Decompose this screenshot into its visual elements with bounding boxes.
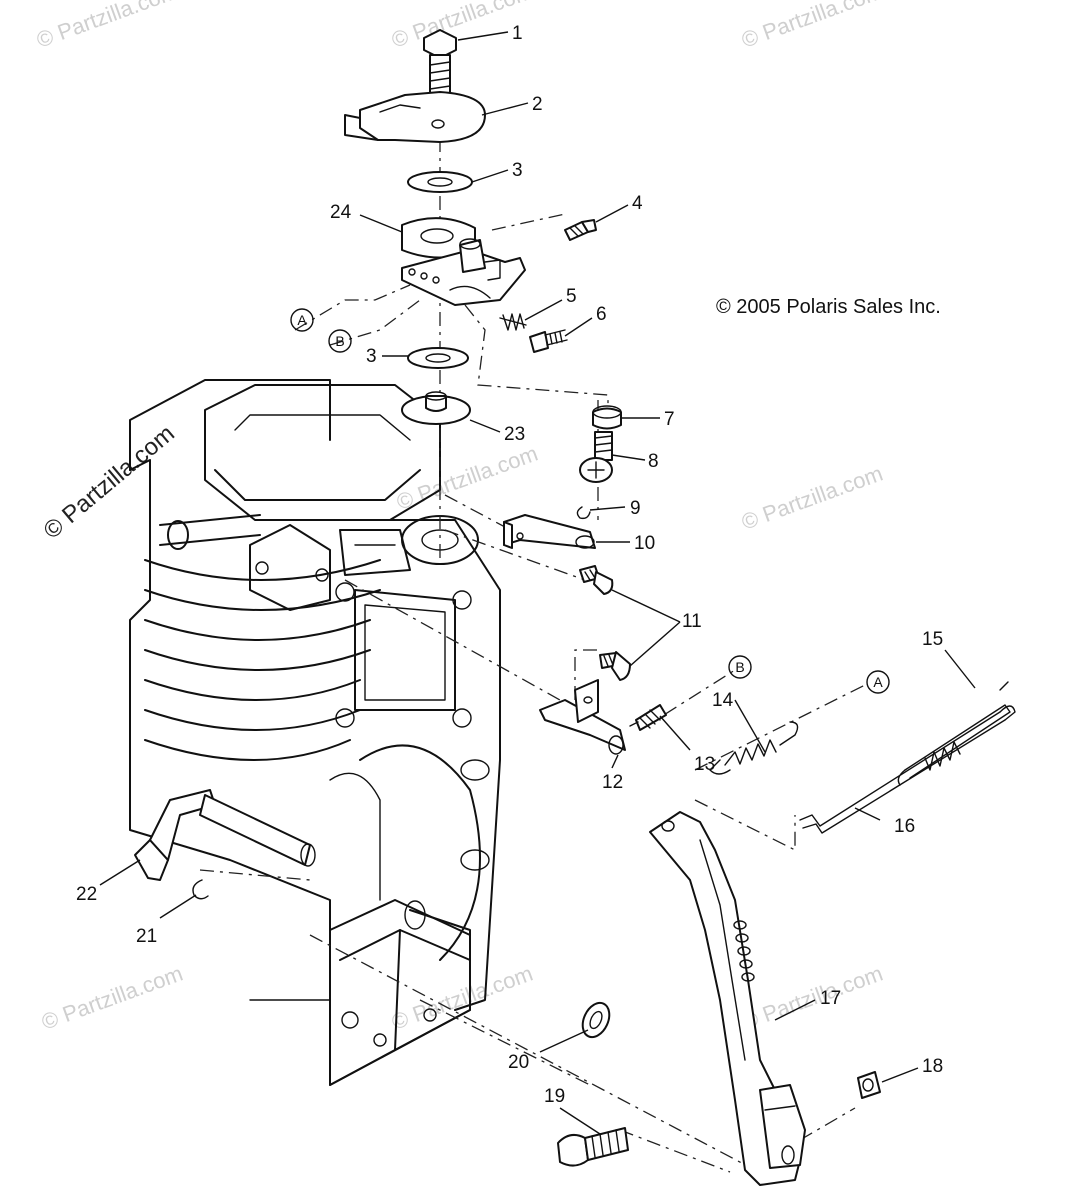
- callout-9: 9: [630, 498, 641, 519]
- part-16-rod: [799, 705, 1016, 834]
- part-14-spring: [709, 721, 799, 775]
- callout-19: 19: [544, 1086, 565, 1107]
- callout-10: 10: [634, 533, 655, 554]
- part-8-bolt: [579, 431, 613, 483]
- part-18-nut: [857, 1071, 881, 1099]
- part-4-screw: [564, 219, 597, 241]
- callout-4: 4: [632, 193, 643, 214]
- ref-label: A: [297, 312, 307, 328]
- engine-block: [129, 379, 501, 1086]
- part-5-spring: [499, 313, 527, 331]
- watermark: © Partzilla.com: [33, 0, 181, 53]
- watermark: © Partzilla.com: [388, 961, 536, 1035]
- part-12-bracket: [539, 679, 626, 755]
- callout-22: 22: [76, 884, 97, 905]
- part-11-bolt-lower: [599, 651, 631, 681]
- callout-24: 24: [330, 202, 352, 223]
- callout-11: 11: [682, 611, 702, 632]
- part-6-screw: [529, 329, 568, 353]
- callout-8: 8: [648, 451, 659, 472]
- watermark: © Partzilla.com: [38, 961, 186, 1035]
- callout-7: 7: [664, 409, 675, 430]
- callout-16: 16: [894, 816, 915, 837]
- callout-5: 5: [566, 286, 577, 307]
- callout-20: 20: [508, 1052, 529, 1073]
- callout-1: 1: [512, 23, 523, 44]
- part-21-clip: [192, 879, 209, 900]
- ref-label: B: [335, 333, 344, 349]
- part-2-plate: [344, 91, 486, 143]
- reference-circle-a-right: A: [866, 670, 890, 694]
- watermark: © Partzilla.com: [738, 0, 886, 53]
- watermark: © Partzilla.com: [738, 461, 886, 535]
- callout-17: 17: [820, 988, 841, 1009]
- ref-label: B: [735, 659, 744, 675]
- part-11-bolt-upper: [579, 565, 614, 595]
- callout-6: 6: [596, 304, 607, 325]
- part-15-rod: [897, 681, 1011, 786]
- part-22-kick-lever: [134, 789, 316, 881]
- part-3-washer-upper: [407, 171, 473, 193]
- reference-circle-b-right: B: [728, 655, 752, 679]
- part-3-washer-lower: [407, 347, 469, 369]
- part-10-bracket: [503, 514, 596, 549]
- part-13-spring: [629, 704, 667, 731]
- callout-3: 3: [512, 160, 523, 181]
- callout-12: 12: [602, 772, 623, 793]
- callout-13: 13: [694, 754, 715, 775]
- callout-15: 15: [922, 629, 943, 650]
- callout-2: 2: [532, 94, 543, 115]
- reference-circle-b-left: B: [328, 329, 352, 353]
- part-20-washer: [581, 1001, 611, 1039]
- callout-18: 18: [922, 1056, 943, 1077]
- callout-14: 14: [712, 690, 734, 711]
- copyright-notice: © 2005 Polaris Sales Inc.: [716, 296, 941, 318]
- part-7-nut: [592, 405, 622, 430]
- callout-23: 23: [504, 424, 525, 445]
- callout-3: 3: [366, 346, 377, 367]
- leader-lines: [99, 31, 976, 1135]
- watermark: © Partzilla.com: [738, 961, 886, 1035]
- watermark-prominent: © Partzilla.com: [39, 420, 180, 545]
- part-9-clip: [576, 506, 591, 520]
- watermark: © Partzilla.com: [393, 441, 541, 515]
- reference-circle-a-left: A: [290, 308, 314, 332]
- part-24-lever-assembly: [401, 217, 526, 306]
- part-17-lever: [649, 811, 806, 1186]
- ref-label: A: [873, 674, 883, 690]
- part-23-pulley: [401, 391, 471, 425]
- callout-labels: 1 2 3 4 24 5 6 3 23 7 8 9 10 11 12 13 14…: [76, 23, 943, 1107]
- callout-21: 21: [136, 926, 157, 947]
- part-19-bolt: [557, 1127, 629, 1167]
